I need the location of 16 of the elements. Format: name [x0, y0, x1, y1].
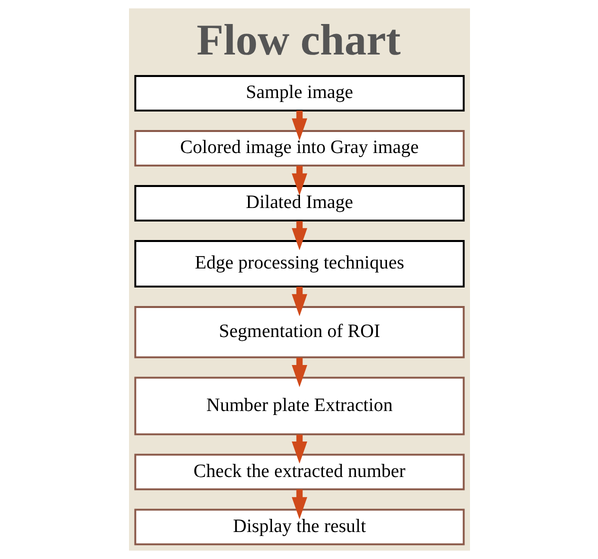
- node-box: Dilated Image: [134, 185, 464, 222]
- diagram-title: Flow chart: [196, 16, 400, 65]
- arrow: [291, 221, 307, 250]
- node-box: Check the extracted number: [134, 454, 464, 490]
- arrow: [291, 434, 307, 464]
- arrow: [291, 110, 307, 140]
- arrow: [291, 358, 307, 388]
- arrow: [291, 489, 307, 520]
- node-box: Display the result: [134, 508, 464, 546]
- node-box: Number plate Extraction: [134, 376, 464, 436]
- node-box: Segmentation of ROI: [134, 306, 464, 358]
- arrow: [291, 286, 307, 316]
- node-box: Edge processing techniques: [134, 240, 464, 288]
- node-box: Colored image into Gray image: [134, 130, 464, 167]
- arrow: [291, 166, 307, 196]
- node-box: Sample image: [134, 75, 464, 112]
